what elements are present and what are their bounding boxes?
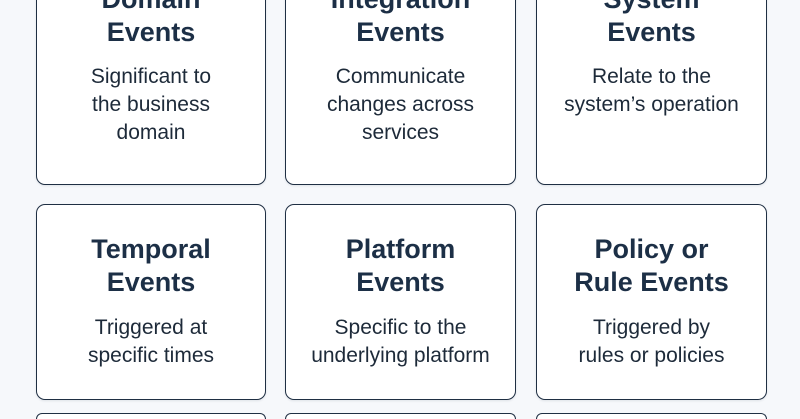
card-title-line: Integration: [286, 0, 515, 16]
card-title: Policy or Rule Events: [537, 233, 766, 299]
card-description-line: Triggered by: [592, 316, 711, 339]
card-title: Temporal Events: [37, 233, 265, 299]
card-title-line: Domain: [37, 0, 265, 16]
card-temporal-events: Temporal Events Triggered at specific ti…: [36, 204, 266, 400]
card-policy-rule-events: Policy or Rule Events Triggered by rules…: [536, 204, 767, 400]
card-description-line: services: [361, 121, 440, 144]
card-description: Triggered at specific times: [37, 314, 265, 370]
card-title-line: Events: [106, 267, 196, 297]
card-title-line: Platform: [345, 234, 456, 264]
card-description-line: Communicate: [335, 65, 466, 88]
card-description: Significant to the business domain: [37, 63, 265, 147]
card-title-line: Rule Events: [574, 267, 729, 297]
card-title-line: Events: [607, 17, 696, 47]
card-partial-bottom-right: [536, 413, 767, 419]
card-description-line: Significant to: [90, 65, 212, 88]
card-description-line: specific times: [87, 344, 215, 367]
card-title-line: Policy or: [594, 234, 709, 264]
card-description: Relate to the system’s operation: [537, 63, 766, 119]
card-description-line: domain: [116, 121, 186, 144]
card-description-line: Relate to the: [591, 65, 712, 88]
card-domain-events: Domain Events Significant to the busines…: [36, 0, 266, 185]
card-description-line: system’s operation: [564, 93, 739, 116]
card-title: Domain Events: [37, 0, 265, 49]
card-title-line: Temporal: [91, 234, 211, 264]
card-description-line: the business: [92, 93, 210, 116]
card-title-line: Events: [106, 17, 196, 47]
card-description: Triggered by rules or policies: [537, 314, 766, 370]
card-description: Communicate changes across services: [286, 63, 515, 147]
card-description-line: rules or policies: [578, 344, 725, 367]
card-description-line: Triggered at: [94, 316, 208, 339]
card-description-line: Specific to the: [334, 316, 467, 339]
card-description-line: changes across: [326, 93, 475, 116]
card-title: Platform Events: [286, 233, 515, 299]
card-description: Specific to the underlying platform: [286, 314, 515, 370]
card-system-events: System Events Relate to the system’s ope…: [536, 0, 767, 185]
card-partial-bottom-center: [285, 413, 516, 419]
card-title-line: Events: [356, 267, 445, 297]
card-description-line: underlying platform: [311, 344, 490, 367]
card-title: System Events: [537, 0, 766, 49]
card-partial-bottom-left: [36, 413, 266, 419]
card-integration-events: Integration Events Communicate changes a…: [285, 0, 516, 185]
card-title: Integration Events: [286, 0, 515, 49]
card-platform-events: Platform Events Specific to the underlyi…: [285, 204, 516, 400]
card-title-line: Events: [356, 17, 445, 47]
card-title-line: System: [537, 0, 766, 16]
